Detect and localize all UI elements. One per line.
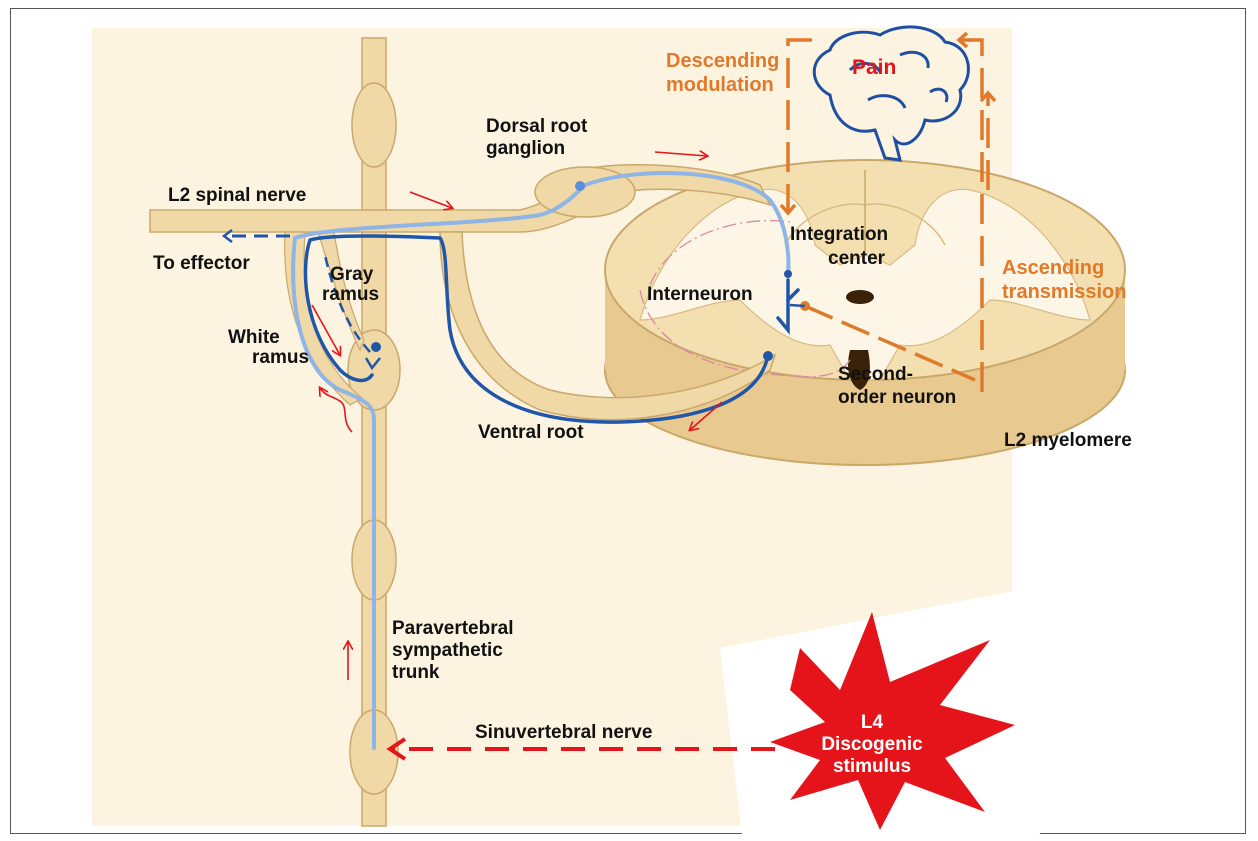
ganglion-synapse — [371, 342, 381, 352]
l2-spinal-nerve-label: L2 spinal nerve — [168, 185, 306, 206]
trunk-label: trunk — [392, 662, 440, 683]
white-label: White — [228, 327, 280, 348]
white-ramus-label: ramus — [252, 347, 309, 368]
ganglion-label: ganglion — [486, 138, 565, 159]
stimulus-l4-label: L4 — [861, 712, 884, 733]
spinal-cord-cross-section — [605, 160, 1125, 465]
afferent-terminal — [784, 270, 792, 278]
ganglion-cell-body — [575, 181, 585, 191]
sympathetic-label: sympathetic — [392, 640, 503, 661]
integration-label: Integration — [790, 224, 888, 245]
ventral-root-label: Ventral root — [478, 422, 584, 443]
to-effector-label: To effector — [153, 253, 250, 274]
myelomere-label: L2 myelomere — [1004, 430, 1132, 451]
center-label: center — [828, 248, 886, 269]
second-order-label: Second- — [838, 364, 913, 385]
ascending-label: Ascending — [1002, 257, 1104, 279]
order-neuron-label: order neuron — [838, 387, 956, 408]
interneuron-label: Interneuron — [647, 284, 753, 305]
dorsal-root-label: Dorsal root — [486, 116, 588, 137]
modulation-label: modulation — [666, 74, 774, 96]
interneuron-synapse — [790, 305, 805, 306]
stimulus-label: stimulus — [833, 756, 911, 777]
transmission-label: transmission — [1002, 281, 1126, 303]
stimulus-discogenic-label: Discogenic — [821, 734, 923, 755]
paravertebral-label: Paravertebral — [392, 618, 513, 639]
sinuvertebral-label: Sinuvertebral nerve — [475, 722, 652, 743]
motor-neuron-body — [763, 351, 773, 361]
pain-label: Pain — [852, 56, 896, 79]
gray-ramus-label: ramus — [322, 284, 379, 305]
gray-label: Gray — [330, 264, 374, 285]
descending-label: Descending — [666, 50, 779, 72]
